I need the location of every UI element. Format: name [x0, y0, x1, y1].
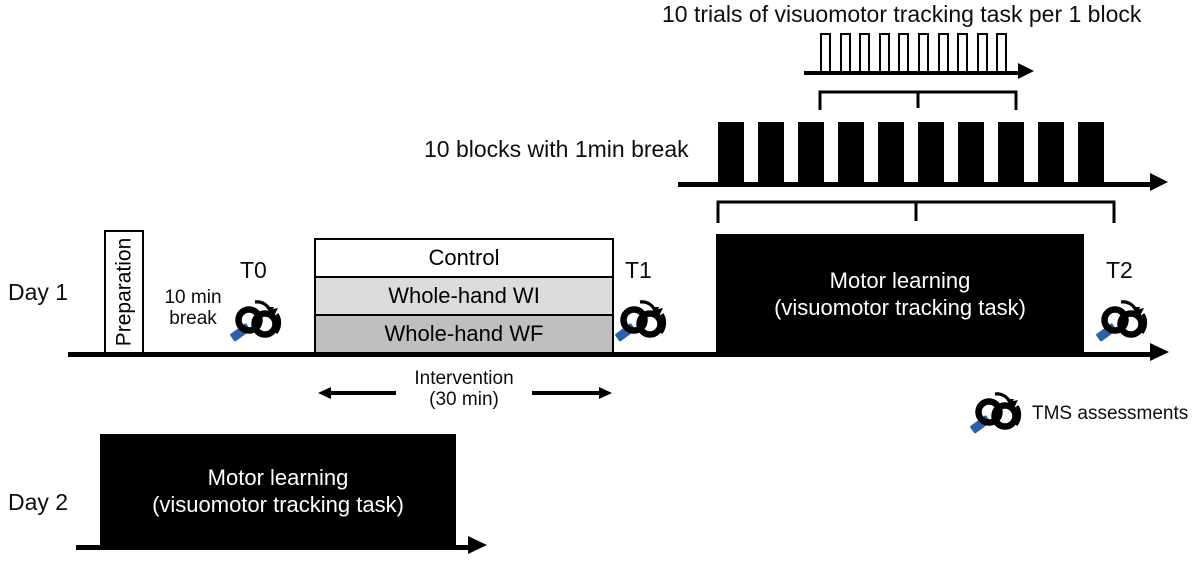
tms-coil-icon-t2	[1096, 300, 1148, 342]
blocks-caption: 10 blocks with 1min break	[424, 136, 689, 162]
trial-pulse	[957, 33, 969, 73]
day2-motor-learning-box: Motor learning (visuomotor tracking task…	[100, 434, 456, 548]
intervention-row-label: Whole-hand WF	[384, 321, 544, 346]
break-line-2: break	[169, 308, 217, 330]
trial-pulse	[976, 33, 988, 73]
day1-motor-learning-line-2: (visuomotor tracking task)	[774, 295, 1026, 320]
task-block	[1078, 122, 1104, 184]
task-block	[878, 122, 904, 184]
task-block	[798, 122, 824, 184]
task-block	[758, 122, 784, 184]
trial-pulse	[996, 33, 1008, 73]
trial-group-bracket	[818, 90, 1018, 110]
day2-motor-learning-line-2: (visuomotor tracking task)	[152, 492, 404, 517]
break-line-1: 10 min	[164, 287, 222, 308]
blocks-axis-line	[678, 182, 1158, 187]
trial-pulse	[859, 33, 871, 73]
trial-pulse	[898, 33, 910, 73]
intervention-row-label: Control	[428, 245, 500, 270]
trial-axis-line	[804, 71, 1024, 75]
intervention-arrow-right	[532, 387, 612, 399]
intervention-row: Whole-hand WF	[316, 316, 612, 352]
day2-motor-learning-line-1: Motor learning	[207, 464, 349, 490]
intervention-caption-line-1: Intervention	[414, 368, 514, 389]
legend-label: TMS assessments	[1032, 403, 1189, 424]
task-block	[718, 122, 744, 184]
block-train	[0, 0, 1200, 200]
day2-label: Day 2	[8, 489, 69, 515]
task-block	[958, 122, 984, 184]
trial-pulse	[918, 33, 929, 73]
tms-coil-icon-legend	[970, 392, 1022, 434]
day2-motor-learning-text: Motor learning (visuomotor tracking task…	[152, 464, 404, 519]
task-block	[838, 122, 864, 184]
marker-label-t1: T1	[625, 257, 652, 283]
day1-motor-learning-text: Motor learning (visuomotor tracking task…	[774, 267, 1026, 322]
day1-motor-learning-box: Motor learning (visuomotor tracking task…	[716, 234, 1084, 354]
marker-label-t0: T0	[240, 257, 267, 283]
day2-timeline-arrowhead	[468, 536, 487, 554]
intervention-caption: Intervention (30 min)	[400, 368, 528, 411]
intervention-row: Whole-hand WI	[316, 278, 612, 316]
task-block	[1038, 122, 1064, 184]
day1-label: Day 1	[8, 279, 69, 305]
top-caption: 10 trials of visuomotor tracking task pe…	[662, 1, 1142, 27]
intervention-caption-line-2: (30 min)	[429, 389, 499, 411]
preparation-box: Preparation	[104, 230, 144, 354]
day1-timeline-arrowhead	[1150, 343, 1169, 361]
marker-label-t2: T2	[1106, 257, 1133, 283]
task-block	[998, 122, 1024, 184]
trial-pulse-train	[0, 0, 1200, 130]
trial-pulse	[839, 33, 851, 73]
blocks-axis-arrowhead	[1150, 173, 1168, 191]
intervention-arrow-left	[318, 387, 396, 399]
block-group-bracket	[716, 200, 1116, 223]
task-block	[918, 122, 944, 184]
break-label: 10 min break	[158, 287, 228, 330]
intervention-row: Control	[316, 240, 612, 278]
trial-pulse	[820, 33, 831, 73]
intervention-row-label: Whole-hand WI	[388, 283, 540, 308]
trial-axis-arrowhead	[1018, 63, 1034, 79]
trial-pulse	[937, 33, 949, 73]
tms-coil-icon-t1	[615, 300, 667, 342]
tms-coil-icon-t0	[230, 300, 282, 342]
day1-motor-learning-line-1: Motor learning	[829, 267, 971, 293]
day1-timeline-axis	[68, 352, 1158, 357]
trial-pulse	[878, 33, 890, 73]
preparation-label: Preparation	[112, 237, 136, 347]
